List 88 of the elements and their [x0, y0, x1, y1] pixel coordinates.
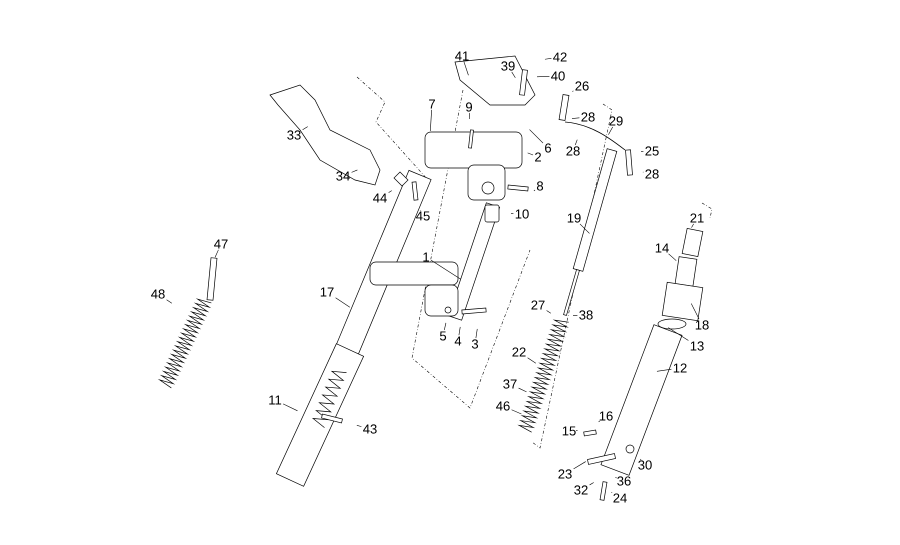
leader-line	[589, 482, 594, 486]
callout-number: 28	[566, 146, 580, 156]
leader-line	[572, 315, 578, 316]
callout-number: 4	[454, 336, 462, 346]
callout-number: 45	[416, 211, 430, 221]
callout-number: 34	[336, 171, 350, 181]
leader-line	[527, 152, 534, 156]
callout-number: 5	[440, 331, 446, 341]
leader-line	[691, 224, 694, 228]
leader-line	[574, 139, 578, 146]
leader-line	[576, 430, 578, 431]
leader-line	[430, 110, 432, 132]
callout-number: 28	[581, 112, 595, 122]
callout-number: 16	[600, 411, 613, 421]
leader-line	[469, 112, 470, 120]
callout-number: 29	[609, 116, 623, 126]
leader-line	[608, 126, 613, 135]
leader-line	[640, 151, 644, 152]
callout-number: 42	[553, 52, 567, 62]
callout-number: 11	[269, 396, 282, 404]
leader-line	[572, 118, 580, 119]
callout-number: 21	[690, 213, 704, 223]
leader-line	[518, 388, 527, 392]
leader-line	[544, 58, 552, 60]
leader-line	[615, 477, 617, 478]
leader-line	[527, 357, 536, 364]
callout-number: 18	[696, 320, 709, 330]
callout-number: 23	[558, 469, 572, 479]
callout-number: 41	[455, 52, 469, 60]
leader-line	[536, 76, 550, 78]
callout-number: 2	[535, 152, 541, 162]
leader-line	[351, 170, 358, 173]
leader-line	[214, 250, 219, 258]
callout-number: 32	[574, 485, 588, 495]
callout-number: 37	[503, 379, 517, 389]
callout-number: 15	[562, 426, 576, 436]
callout-number: 33	[287, 130, 301, 140]
callout-number: 8	[536, 181, 544, 191]
callout-number: 14	[656, 244, 669, 252]
leader-line	[282, 404, 298, 412]
leader-line	[511, 72, 516, 78]
callout-number: 25	[645, 146, 659, 156]
callout-number: 47	[214, 240, 228, 248]
callout-number: 28	[645, 169, 659, 179]
leader-line	[388, 190, 392, 193]
leader-line	[690, 303, 700, 320]
leader-line	[464, 62, 469, 76]
leader-line	[573, 461, 586, 470]
callout-number: 22	[512, 347, 526, 357]
callout-number: 6	[545, 143, 552, 153]
callout-number: 38	[579, 310, 593, 320]
leader-line	[511, 409, 522, 414]
callout-number: 12	[674, 363, 687, 373]
leader-line	[546, 310, 552, 314]
callout-number: 10	[516, 209, 529, 219]
callout-number: 13	[690, 341, 704, 351]
leader-line	[444, 322, 446, 330]
leader-line	[430, 260, 462, 280]
callout-number: 36	[617, 476, 631, 486]
leader-line	[656, 368, 672, 372]
leader-line	[302, 126, 308, 130]
leader-line	[668, 254, 677, 261]
leader-line	[356, 425, 362, 427]
callout-number: 48	[151, 289, 165, 299]
leader-line	[529, 129, 544, 144]
callout-number: 30	[638, 460, 652, 470]
callout-number: 9	[466, 102, 472, 112]
callout-number: 24	[613, 493, 627, 503]
callout-number: 19	[568, 213, 581, 223]
leader-line	[510, 213, 514, 214]
callout-number: 46	[496, 401, 510, 411]
callout-number: 27	[531, 300, 545, 310]
callout-number: 17	[320, 288, 334, 296]
callout-number: 43	[363, 424, 377, 434]
leader-line	[534, 190, 536, 192]
leader-line	[580, 224, 590, 234]
callout-number: 44	[373, 194, 387, 202]
callout-number: 40	[551, 71, 565, 81]
leader-line	[668, 327, 689, 341]
leader-line	[335, 297, 350, 308]
callout-number: 3	[472, 339, 478, 349]
callout-number: 39	[501, 61, 515, 71]
callout-number: 26	[575, 81, 589, 91]
leader-line	[166, 299, 172, 304]
leader-line	[458, 326, 461, 336]
callout-number: 7	[429, 100, 435, 108]
callout-number: 1	[423, 252, 429, 262]
leader-line	[476, 328, 478, 338]
